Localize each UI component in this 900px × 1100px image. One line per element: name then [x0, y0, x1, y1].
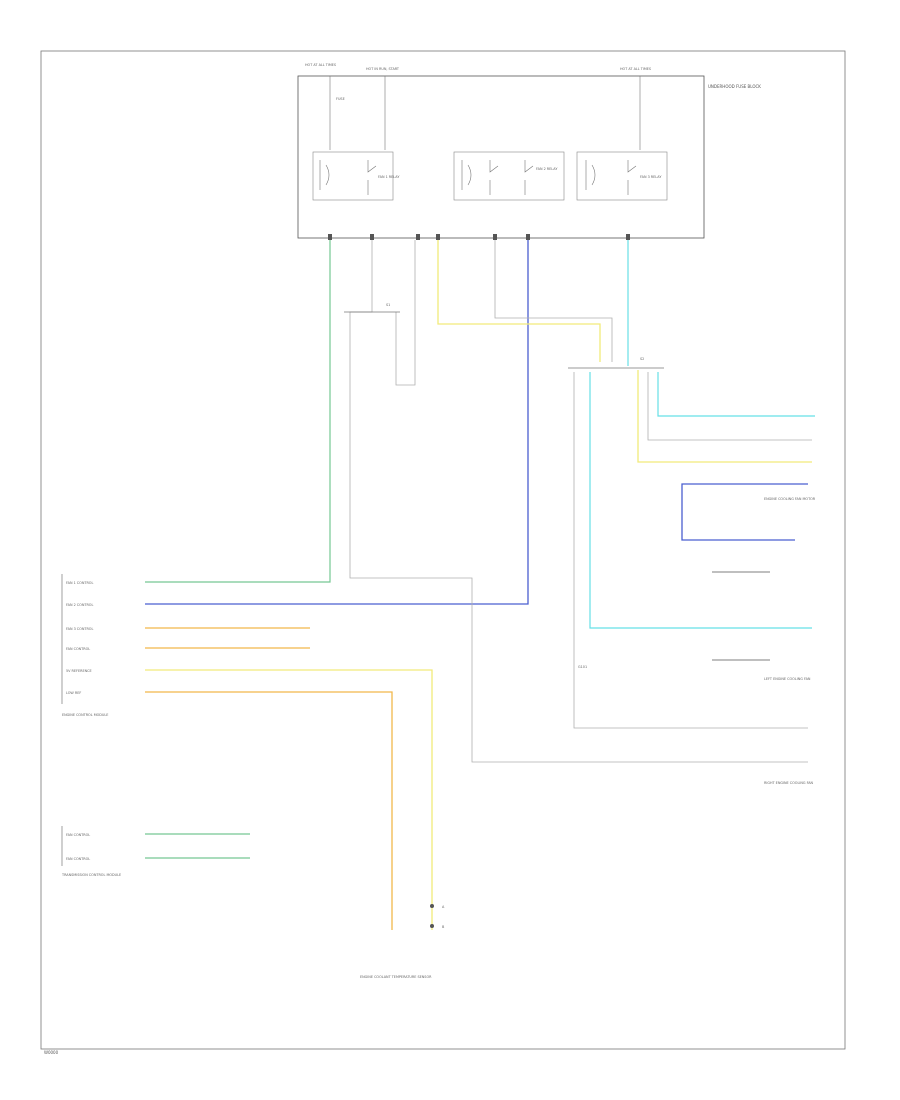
- wire-yellow-a: [145, 240, 812, 930]
- ecm-row-1: FAN 1 CONTROL: [66, 581, 93, 585]
- transmission-control-module: FAN CONTROL FAN CONTROL TRANSMISSION CON…: [61, 826, 121, 877]
- fuse-label: FUSE: [336, 97, 345, 101]
- fan-1-relay-label: FAN 1 RELAY: [378, 175, 400, 179]
- wire-green-tcm: [145, 833, 250, 859]
- wire-blue-right: [681, 483, 808, 541]
- fan-motor-label: ENGINE COOLING FAN MOTOR: [764, 497, 816, 501]
- wire-cyan: [589, 240, 815, 629]
- right-fan-label: RIGHT ENGINE COOLING FAN: [764, 781, 814, 785]
- fan-2-relay-label: FAN 2 RELAY: [536, 167, 558, 171]
- ecm-name: ENGINE CONTROL MODULE: [62, 713, 108, 717]
- right-components: ENGINE COOLING FAN MOTOR LEFT ENGINE COO…: [578, 497, 816, 785]
- tcm-name: TRANSMISSION CONTROL MODULE: [61, 873, 121, 877]
- ground-label: G101: [578, 665, 587, 669]
- fan-2-relay: FAN 2 RELAY: [453, 151, 565, 201]
- footer-code: W0000: [44, 1050, 59, 1055]
- wire-blue: [145, 240, 529, 605]
- right-feed-label: HOT AT ALL TIMES: [620, 67, 651, 71]
- left-feed-label: HOT AT ALL TIMES: [305, 63, 336, 67]
- fan-3-relay-label: FAN 3 RELAY: [640, 175, 662, 179]
- ecm-row-2: FAN 2 CONTROL: [66, 603, 93, 607]
- fan-1-relay: FAN 1 RELAY: [312, 151, 400, 201]
- fuse-block-name: UNDERHOOD FUSE BLOCK: [708, 84, 761, 89]
- splice-s1: S1: [344, 303, 400, 313]
- wire-dark-right: [712, 571, 770, 661]
- ecm-row-3: FAN 3 CONTROL: [66, 627, 93, 631]
- wire-orange: [145, 627, 393, 930]
- engine-control-module: FAN 1 CONTROL FAN 2 CONTROL FAN 3 CONTRO…: [61, 574, 108, 717]
- sensor-name: ENGINE COOLANT TEMPERATURE SENSOR: [360, 975, 432, 979]
- wire-green: [145, 240, 331, 583]
- mid-feed-label: HOT IN RUN, START: [366, 67, 400, 71]
- underhood-fuse-block: UNDERHOOD FUSE BLOCK HOT AT ALL TIMES HO…: [297, 63, 761, 240]
- ecm-row-5: 5V REFERENCE: [66, 669, 92, 673]
- diagram-frame: [40, 50, 846, 1050]
- splice-s1-label: S1: [386, 303, 390, 307]
- ecm-row-6: LOW REF: [66, 691, 81, 695]
- splice-s2: S2: [568, 357, 664, 369]
- sensor-pin-a: A: [442, 905, 445, 909]
- splice-s2-label: S2: [640, 357, 644, 361]
- left-fan-label: LEFT ENGINE COOLING FAN: [764, 677, 811, 681]
- tcm-row-2: FAN CONTROL: [66, 857, 90, 861]
- fuse-block-outline: [297, 75, 705, 239]
- wire-gray: [349, 240, 812, 763]
- coolant-temperature-sensor: A B ENGINE COOLANT TEMPERATURE SENSOR: [360, 904, 445, 979]
- tcm-row-1: FAN CONTROL: [66, 833, 90, 837]
- sensor-pin-b: B: [442, 925, 445, 929]
- fan-3-relay: FAN 3 RELAY: [576, 151, 668, 201]
- ecm-row-4: FAN CONTROL: [66, 647, 90, 651]
